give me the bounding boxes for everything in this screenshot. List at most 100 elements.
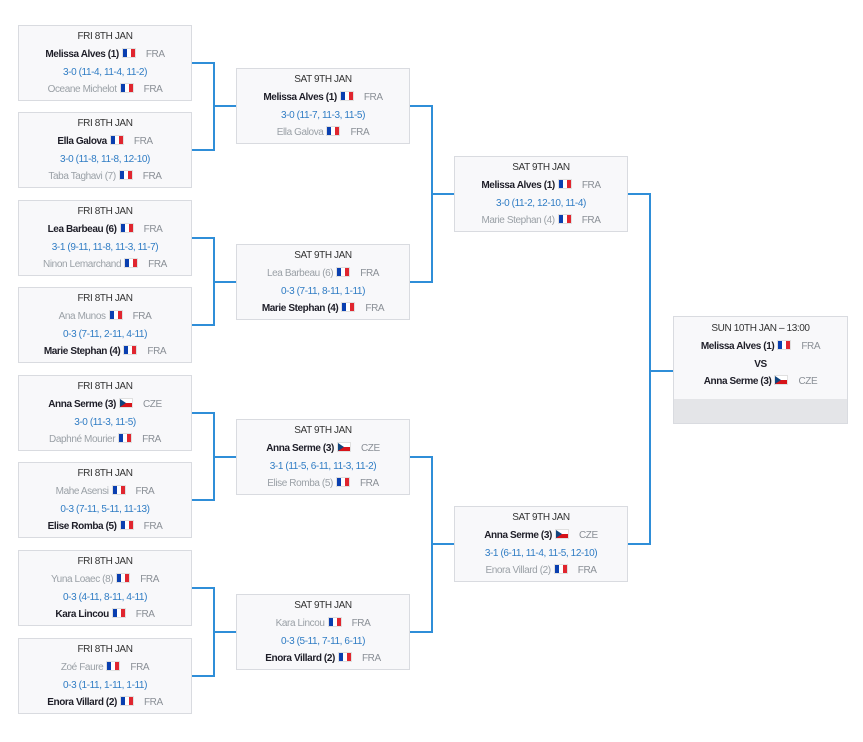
player-name: Elise Romba (5) (267, 478, 333, 489)
connector-line (192, 62, 215, 151)
versus-label: VS (754, 359, 767, 370)
match-date: SAT 9TH JAN (294, 425, 352, 436)
match-score: 0-3 (5-11, 7-11, 6-11) (280, 636, 366, 647)
match-date: FRI 8TH JAN (77, 644, 133, 655)
country-code: FRA (130, 662, 150, 673)
player-1-row: Lea Barbeau (6)FRA (19, 223, 191, 237)
final-player-1: Melissa Alves (1)FRA (674, 340, 847, 354)
match-score: 3-0 (11-7, 11-3, 11-5) (280, 110, 366, 121)
fr-flag-icon (335, 477, 350, 487)
match-date: SAT 9TH JAN (512, 162, 570, 173)
final-player-2: Anna Serme (3)CZE (674, 375, 847, 389)
country-code: FRA (581, 215, 601, 226)
match-score: 0-3 (1-11, 1-11, 1-11) (62, 680, 148, 691)
fr-flag-icon (106, 661, 121, 671)
connector-line (410, 105, 433, 283)
fr-flag-icon (557, 179, 572, 189)
player-name: Oceane Michelot (47, 84, 117, 95)
player-name: Ninon Lemarchand (43, 259, 122, 270)
cz-flag-icon (554, 529, 569, 539)
player-2-row: Elise Romba (5)FRA (237, 477, 409, 491)
player-name: Ella Galova (276, 127, 324, 138)
country-code: CZE (360, 443, 380, 454)
player-name: Elise Romba (5) (47, 521, 117, 532)
connector-line (192, 237, 215, 326)
country-code: FRA (361, 653, 381, 664)
fr-flag-icon (118, 433, 133, 443)
cz-flag-icon (118, 398, 133, 408)
country-code: FRA (135, 486, 155, 497)
match-date: FRI 8TH JAN (77, 206, 133, 217)
match-date: FRI 8TH JAN (77, 118, 133, 129)
country-code: FRA (143, 521, 163, 532)
country-code: FRA (140, 574, 160, 585)
player-name: Anna Serme (3) (484, 530, 552, 541)
player-name: Mahe Asensi (55, 486, 109, 497)
player-2-row: Marie Stephan (4) FRA (237, 302, 409, 316)
fr-flag-icon (326, 126, 341, 136)
player-name: Yuna Loaec (8) (50, 574, 114, 585)
match-score: 0-3 (7-11, 8-11, 1-11) (280, 286, 366, 297)
player-name: Melissa Alves (1) (263, 92, 337, 103)
fr-flag-icon (553, 564, 568, 574)
match-date: SAT 9TH JAN (512, 512, 570, 523)
player-1-row: Lea Barbeau (6)FRA (237, 267, 409, 281)
player-1-row: Melissa Alves (1)FRA (455, 179, 627, 193)
match-score: 3-0 (11-8, 11-8, 12-10) (60, 154, 150, 165)
country-code: FRA (135, 609, 155, 620)
player-2-row: Elise Romba (5) FRA (19, 520, 191, 534)
final-card-footer (674, 399, 847, 423)
fr-flag-icon (327, 617, 342, 627)
quarter-finals-match-card[interactable]: SAT 9TH JAN Lea Barbeau (6)FRA 0-3 (7-11, … (236, 244, 410, 320)
country-code: FRA (365, 303, 385, 314)
player-2-row: Marie Stephan (4)FRA (19, 345, 191, 359)
player-2-row: Marie Stephan (4)FRA (455, 214, 627, 228)
player-2-row: Taba Taghavi (7)FRA (19, 170, 191, 184)
player-1-row: Anna Serme (3) CZE (455, 529, 627, 543)
player-name: Kara Lincou (55, 609, 109, 620)
fr-flag-icon (118, 170, 133, 180)
country-code: FRA (360, 268, 380, 279)
player-name: Melissa Alves (1) (481, 180, 555, 191)
fr-flag-icon (119, 696, 134, 706)
country-code: FRA (148, 259, 167, 270)
player-name: Enora Villard (2) (485, 565, 551, 576)
fr-flag-icon (119, 520, 134, 530)
fr-flag-icon (116, 573, 131, 583)
country-code: CZE (142, 399, 162, 410)
fr-flag-icon (557, 214, 572, 224)
player-2-row: Enora Villard (2)FRA (455, 564, 627, 578)
final-date: SUN 10TH JAN – 13:00 (711, 323, 810, 334)
player-name: Marie Stephan (4) (261, 303, 339, 314)
country-code: FRA (147, 346, 167, 357)
fr-flag-icon (336, 267, 351, 277)
player-name: Anna Serme (3) (266, 443, 334, 454)
cz-flag-icon (336, 442, 351, 452)
match-date: SAT 9TH JAN (294, 250, 352, 261)
country-code: CZE (578, 530, 598, 541)
final-match-card[interactable]: SUN 10TH JAN – 13:00 Melissa Alves (1)FR… (673, 316, 848, 424)
fr-flag-icon (121, 48, 136, 58)
player-2-row: Enora Villard (2)FRA (19, 696, 191, 710)
player-name: Taba Taghavi (7) (48, 171, 116, 182)
match-score: 3-0 (11-4, 11-4, 11-2) (62, 67, 148, 78)
country-code: FRA (142, 434, 161, 445)
fr-flag-icon (111, 608, 126, 618)
